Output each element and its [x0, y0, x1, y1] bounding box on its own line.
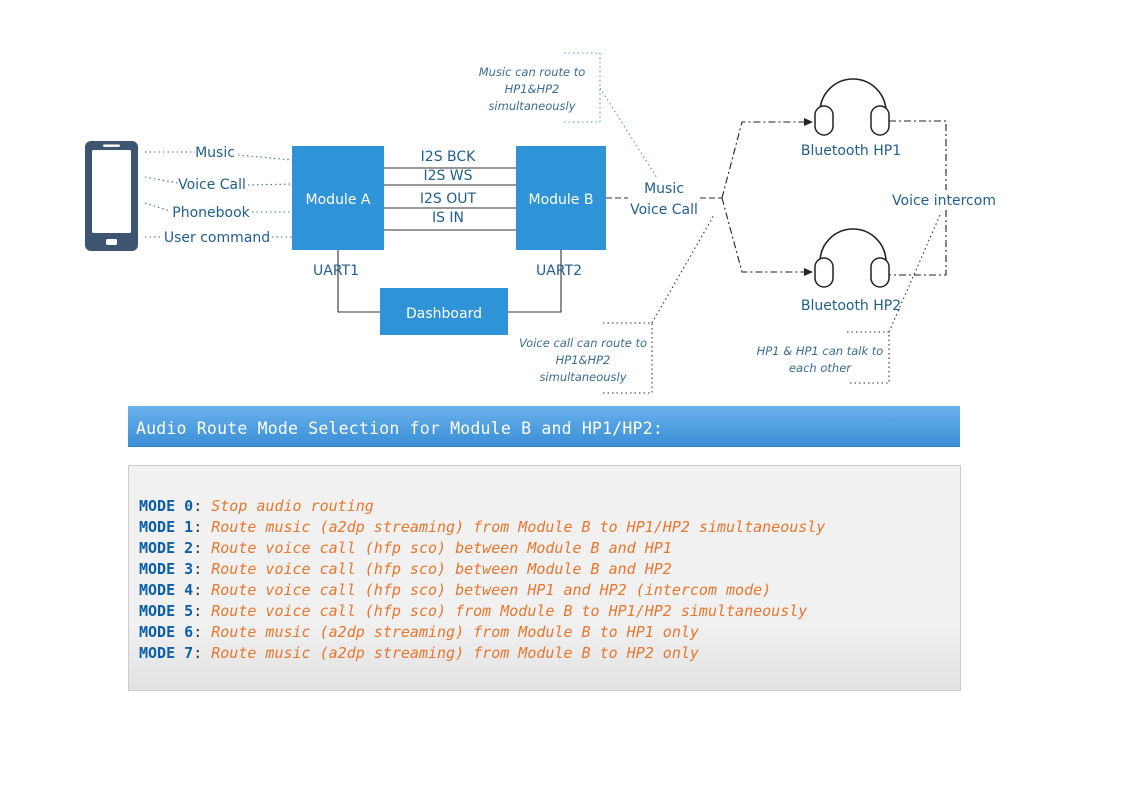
- note-music-line1: Music can route to: [479, 65, 586, 79]
- mode-description: Route voice call (hfp sco) between Modul…: [211, 560, 672, 578]
- dashboard-label: Dashboard: [406, 306, 482, 322]
- mode-key: MODE 0: [139, 497, 194, 515]
- note-voice-callout: [603, 214, 715, 394]
- smartphone-icon: [85, 141, 138, 251]
- headphone-route-lines: [721, 118, 813, 276]
- phone-link-lines: [144, 151, 293, 238]
- mode-key: MODE 7: [139, 644, 194, 662]
- module-b-label: Module B: [529, 192, 594, 208]
- i2s-ws-label: I2S WS: [423, 168, 472, 184]
- mode-colon: :: [193, 518, 212, 536]
- mode-colon: :: [193, 560, 212, 578]
- mode-description: Route music (a2dp streaming) from Module…: [211, 623, 699, 641]
- note-intercom-line2: each other: [789, 361, 852, 375]
- headphone-hp1-icon: [814, 78, 890, 136]
- note-music-line2: HP1&HP2: [505, 82, 560, 96]
- i2s-bus-lines: [384, 167, 516, 231]
- note-music-callout: [564, 52, 658, 179]
- mode-colon: :: [193, 497, 212, 515]
- mode-row-4: MODE 4: Route voice call (hfp sco) betwe…: [139, 580, 771, 601]
- uart1-label: UART1: [313, 263, 359, 279]
- mode-row-3: MODE 3: Route voice call (hfp sco) betwe…: [139, 559, 672, 580]
- uart-lines: [337, 250, 562, 313]
- note-voice-line2: HP1&HP2: [556, 353, 611, 367]
- mode-row-5: MODE 5: Route voice call (hfp sco) from …: [139, 601, 807, 622]
- note-music-line3: simultaneously: [488, 99, 575, 113]
- headphone-hp2-label: Bluetooth HP2: [801, 298, 901, 314]
- mode-row-7: MODE 7: Route music (a2dp streaming) fro…: [139, 643, 699, 664]
- phone-link-phonebook: Phonebook: [172, 205, 250, 221]
- mode-description: Route voice call (hfp sco) between HP1 a…: [211, 581, 772, 599]
- mode-key: MODE 2: [139, 539, 194, 557]
- mode-key: MODE 3: [139, 560, 194, 578]
- mode-list-box: MODE 0: Stop audio routing MODE 1: Route…: [128, 465, 961, 691]
- mode-key: MODE 5: [139, 602, 194, 620]
- voice-intercom-label: Voice intercom: [892, 193, 996, 209]
- note-voice-line3: simultaneously: [539, 370, 626, 384]
- i2s-out-label: I2S OUT: [420, 191, 477, 207]
- mode-section-title: Audio Route Mode Selection for Module B …: [136, 419, 663, 438]
- i2s-bck-label: I2S BCK: [421, 149, 477, 165]
- mode-colon: :: [193, 623, 212, 641]
- mode-description: Stop audio routing: [211, 497, 374, 515]
- note-voice-line1: Voice call can route to: [519, 336, 647, 350]
- phone-link-music: Music: [195, 145, 235, 161]
- audio-routing-diagram: Music Voice Call Phonebook User command …: [85, 52, 996, 394]
- mode-description: Route voice call (hfp sco) from Module B…: [211, 602, 808, 620]
- i2s-in-label: IS IN: [432, 210, 464, 226]
- uart2-label: UART2: [536, 263, 582, 279]
- mode-key: MODE 1: [139, 518, 194, 536]
- output-voice-call-label: Voice Call: [630, 202, 698, 218]
- output-music-label: Music: [644, 181, 684, 197]
- voice-intercom-line: [889, 120, 947, 276]
- mode-section-header: Audio Route Mode Selection for Module B …: [128, 406, 960, 447]
- module-a-label: Module A: [306, 192, 371, 208]
- phone-link-voice-call: Voice Call: [178, 177, 246, 193]
- phone-link-user-command: User command: [164, 230, 270, 246]
- mode-description: Route music (a2dp streaming) from Module…: [211, 518, 826, 536]
- headphone-hp2-icon: [814, 228, 890, 288]
- mode-description: Route music (a2dp streaming) from Module…: [211, 644, 699, 662]
- mode-colon: :: [193, 644, 212, 662]
- mode-colon: :: [193, 602, 212, 620]
- mode-key: MODE 4: [139, 581, 194, 599]
- mode-colon: :: [193, 581, 212, 599]
- mode-row-0: MODE 0: Stop audio routing: [139, 496, 374, 517]
- headphone-hp1-label: Bluetooth HP1: [801, 143, 901, 159]
- mode-row-6: MODE 6: Route music (a2dp streaming) fro…: [139, 622, 699, 643]
- module-b-box: [516, 146, 606, 250]
- mode-key: MODE 6: [139, 623, 194, 641]
- mode-row-1: MODE 1: Route music (a2dp streaming) fro…: [139, 517, 825, 538]
- note-intercom-line1: HP1 & HP1 can talk to: [757, 344, 884, 358]
- module-a-box: [292, 146, 384, 250]
- mode-description: Route voice call (hfp sco) between Modul…: [211, 539, 672, 557]
- mode-colon: :: [193, 539, 212, 557]
- note-intercom-callout: [847, 214, 941, 384]
- dashboard-box: [380, 288, 508, 335]
- mode-row-2: MODE 2: Route voice call (hfp sco) betwe…: [139, 538, 672, 559]
